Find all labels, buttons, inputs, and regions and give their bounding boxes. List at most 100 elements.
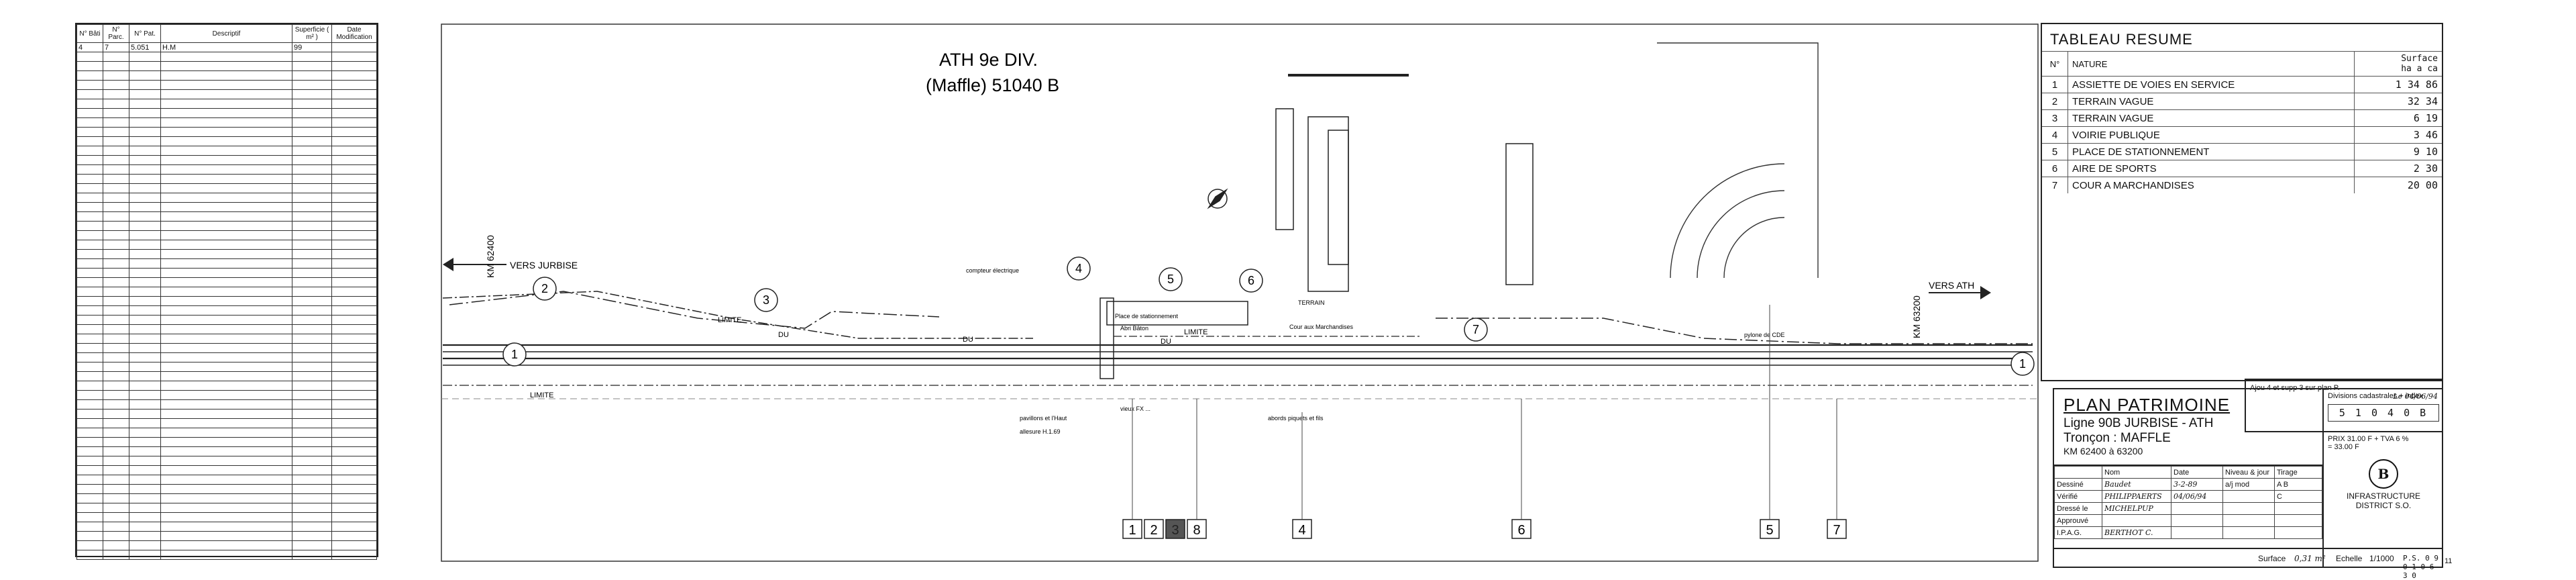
svg-text:3: 3: [1171, 523, 1179, 538]
cell: 3-2-89: [2171, 478, 2223, 491]
cell: 1 34 86: [2354, 76, 2442, 93]
table-row: [76, 136, 377, 146]
svg-text:4: 4: [1298, 523, 1305, 538]
cell: [129, 418, 161, 428]
title-block: PLAN PATRIMOINE Ligne 90B JURBISE - ATH …: [2053, 388, 2443, 580]
cell: [129, 240, 161, 250]
cell: [160, 343, 292, 353]
cell: [160, 484, 292, 494]
cell: [76, 343, 103, 353]
cell: [292, 428, 332, 438]
table-row: [76, 362, 377, 372]
cell: [103, 164, 129, 175]
stadium-arc: [1697, 190, 1785, 279]
cell: [103, 475, 129, 485]
table-row: [76, 268, 377, 278]
cell: [331, 540, 377, 550]
table-row: [76, 70, 377, 81]
cell: [292, 249, 332, 259]
cell: 7: [2042, 177, 2068, 193]
note: pavillons et l'Haut: [1020, 415, 1067, 422]
cell: [2274, 514, 2322, 527]
table-row: Approuvé: [2054, 514, 2322, 527]
note: Cour aux Marchandises: [1289, 324, 1354, 330]
cell: Tirage: [2274, 466, 2322, 479]
cell: [103, 202, 129, 212]
cell: [160, 446, 292, 456]
cell: [160, 503, 292, 513]
railway-tracks: [442, 291, 2033, 386]
cell: [129, 484, 161, 494]
cell: [129, 155, 161, 165]
cell: [292, 475, 332, 485]
summary-col-no: N°: [2042, 51, 2068, 77]
cell: [2171, 526, 2223, 539]
cell: [129, 202, 161, 212]
cell: [103, 117, 129, 128]
cell: [160, 418, 292, 428]
division-label: Divisions cadastrales + index: [2328, 392, 2424, 400]
sports-ground: [1657, 42, 1819, 279]
cell: [331, 268, 377, 278]
cell: [129, 99, 161, 109]
cell: [292, 390, 332, 400]
cell: [129, 89, 161, 99]
stadium-arc: [1670, 163, 1785, 279]
sheet-number: 11: [2445, 557, 2453, 565]
cell: [160, 52, 292, 62]
cell: [331, 484, 377, 494]
cell: [76, 362, 103, 372]
plan-name: PLAN PATRIMOINE: [2063, 395, 2231, 415]
cell: [292, 503, 332, 513]
cell: [129, 390, 161, 400]
cell: [331, 230, 377, 240]
cell: [76, 164, 103, 175]
cell: [103, 296, 129, 306]
col-bati: N° Bâti: [76, 24, 103, 43]
table-row: [76, 418, 377, 428]
line-name: Ligne 90B JURBISE - ATH: [2063, 416, 2214, 430]
cell: [76, 522, 103, 532]
cell: [103, 136, 129, 146]
km-range: KM 62400 à 63200: [2063, 446, 2143, 456]
cell: [76, 381, 103, 391]
cell: [76, 512, 103, 522]
table-row: [76, 89, 377, 99]
cell: [103, 193, 129, 203]
note: Place de stationnement: [1115, 313, 1179, 320]
svg-text:6: 6: [1248, 274, 1254, 287]
limit-labels: LIMITE LIMITE LIMITE DU DU DU: [530, 316, 1208, 399]
cell: [129, 305, 161, 316]
summary-col-nature: NATURE: [2068, 51, 2355, 77]
cell: [331, 70, 377, 81]
table-row: [76, 550, 377, 560]
cell: [160, 465, 292, 475]
cell: [331, 381, 377, 391]
cell: [331, 315, 377, 325]
cell: [76, 305, 103, 316]
table-row: [76, 315, 377, 325]
table-row: [76, 221, 377, 231]
cell: [331, 324, 377, 334]
cell: 9 10: [2354, 143, 2442, 160]
cell: [129, 512, 161, 522]
cell: [292, 399, 332, 409]
svg-text:1: 1: [511, 348, 518, 361]
svg-text:7: 7: [1833, 523, 1840, 538]
summary-table-panel: TABLEAU RESUME N° NATURE Surface ha a ca…: [2041, 23, 2443, 381]
cell: [76, 89, 103, 99]
title-block-side: Divisions cadastrales + index 5 1 0 4 0 …: [2322, 389, 2443, 567]
cell: [76, 183, 103, 193]
svg-text:1: 1: [1128, 523, 1136, 538]
cell: [76, 277, 103, 287]
cell: [331, 127, 377, 137]
cell: [292, 371, 332, 381]
table-row: [76, 484, 377, 494]
cell: a/j mod: [2222, 478, 2275, 491]
section-marker: 1: [1122, 519, 1142, 539]
table-row: [76, 202, 377, 212]
table-row: [76, 399, 377, 409]
